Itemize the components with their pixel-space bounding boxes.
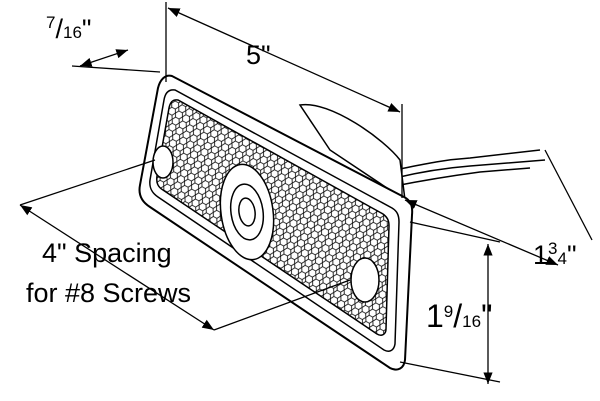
mounting-hole-left xyxy=(152,145,174,179)
center-lens-dome xyxy=(219,163,275,261)
dimension-bracket-offset-label: 7/16" xyxy=(46,13,92,44)
dimension-length-label: 5" xyxy=(246,40,271,70)
spacing-label-line1: 4" Spacing xyxy=(42,238,172,268)
dimension-depth-label: 134" xyxy=(533,239,577,270)
mounting-hole-right xyxy=(350,257,380,303)
spacing-label-line2: for #8 Screws xyxy=(26,278,192,308)
dimension-lines xyxy=(19,2,593,384)
lamp-bezel xyxy=(149,89,400,352)
dimension-height-label: 19/16" xyxy=(426,298,493,334)
